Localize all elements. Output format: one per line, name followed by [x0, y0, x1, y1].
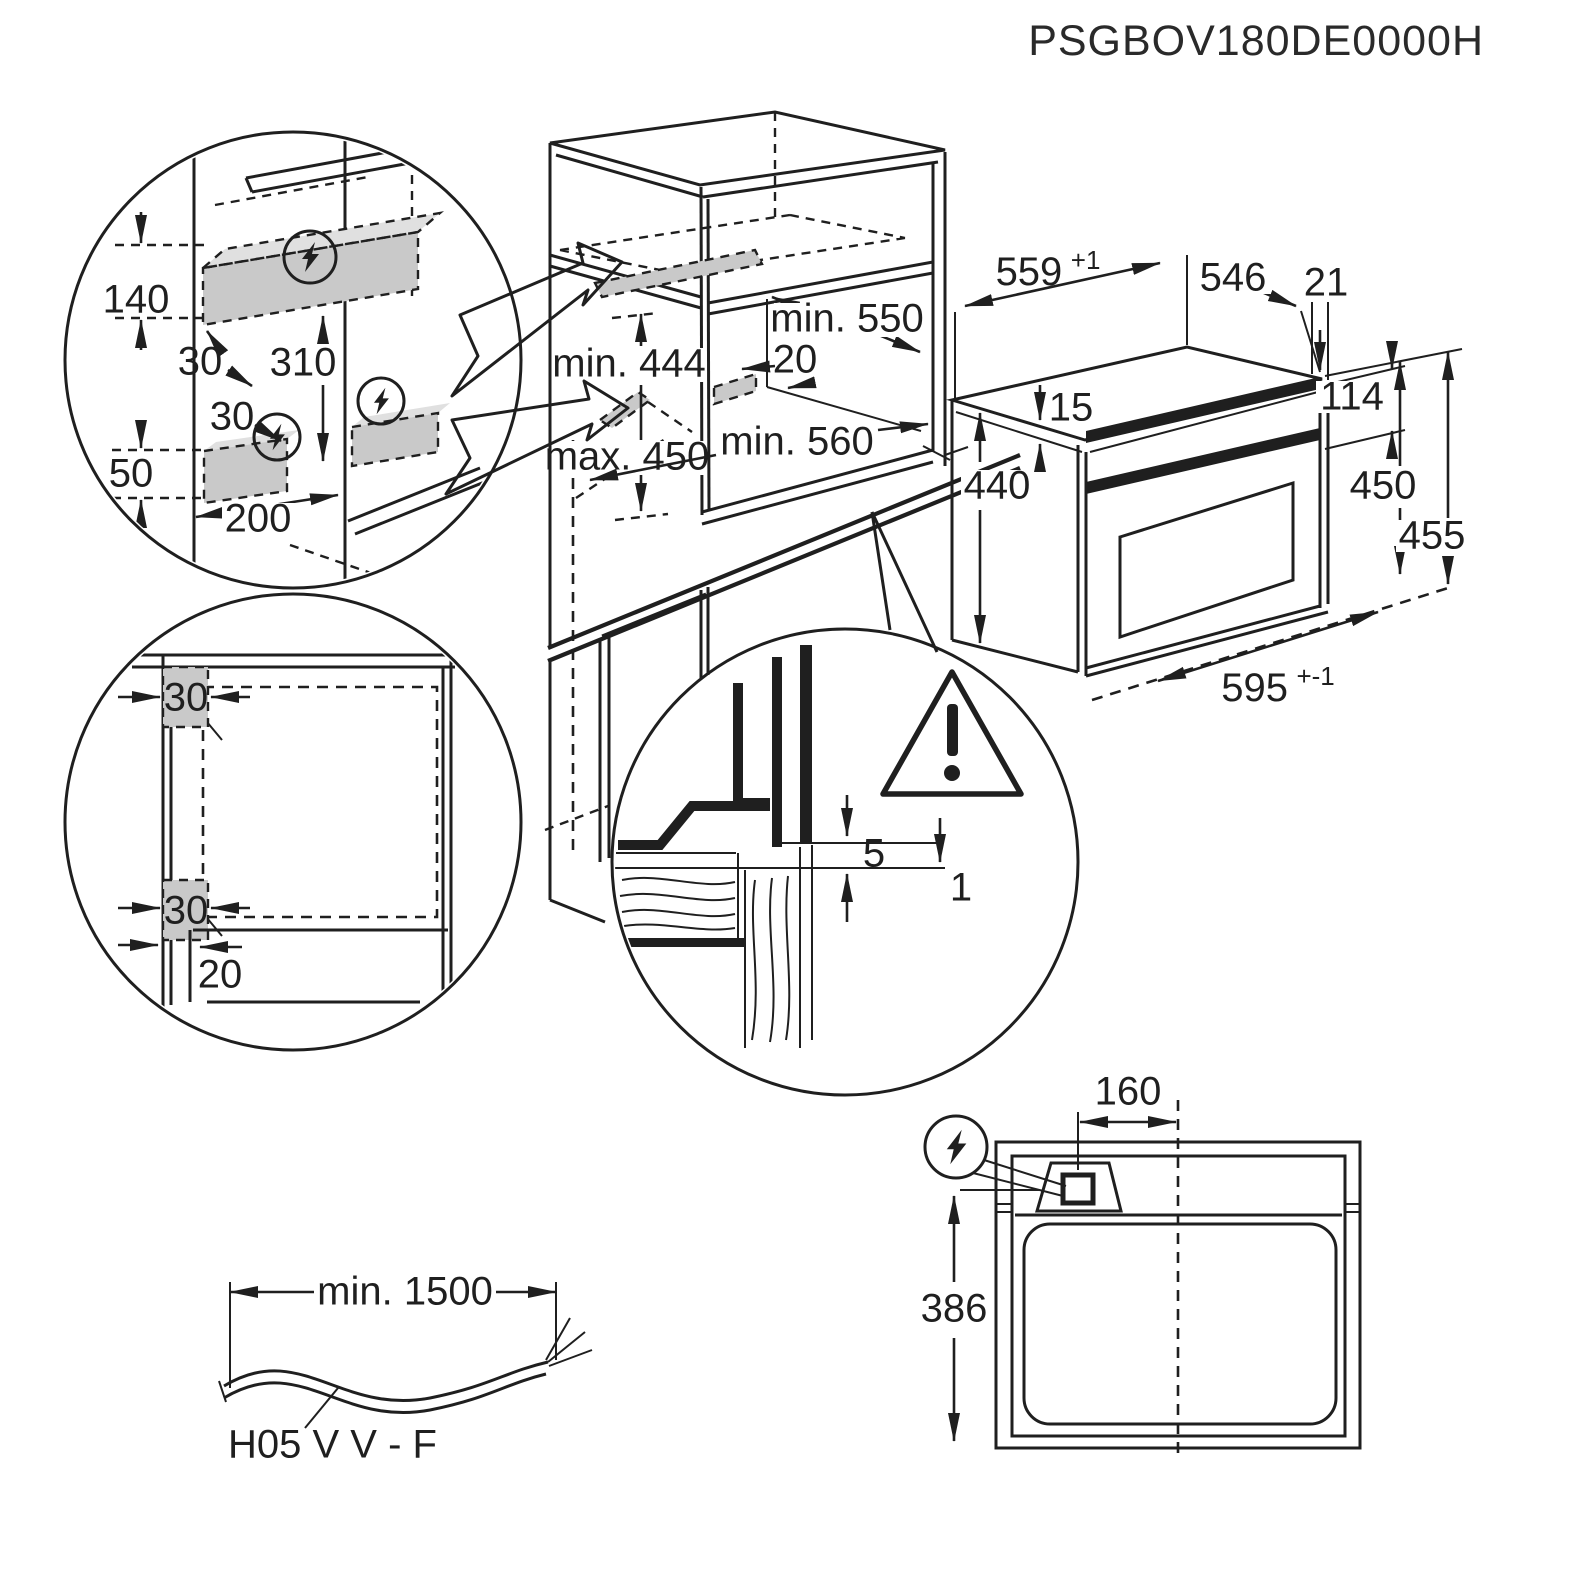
- dim-30-upper: 30: [164, 676, 209, 720]
- lightning-icon: [356, 376, 406, 426]
- dim-niche-depth-min: min. 550: [770, 297, 923, 341]
- callout-wedge-gap-detail: [870, 511, 939, 653]
- cable-type-label: H05 V V - F: [228, 1423, 437, 1467]
- dim-front-width: 595 +-1: [1221, 661, 1335, 710]
- detail-top-view-circle: 30 30 20: [63, 592, 523, 1052]
- dim-440: 440: [964, 464, 1031, 508]
- rear-view: 160 386: [918, 1070, 1362, 1456]
- power-zone-top: [595, 250, 762, 297]
- dim-30-mid: 30: [210, 395, 255, 439]
- lightning-icon: [252, 412, 302, 462]
- dim-114: 114: [1320, 375, 1384, 419]
- dim-niche-height-max: max. 450: [545, 435, 710, 479]
- dim-450: 450: [1350, 464, 1417, 508]
- cabinet-isometric: min. 444 max. 450 min. 550 20 min. 560: [544, 110, 1021, 924]
- dim-cable-length: min. 1500: [317, 1270, 493, 1314]
- appliance-footprint: [201, 685, 439, 919]
- warning-icon: [880, 669, 1024, 797]
- dim-15: 15: [1049, 386, 1094, 430]
- dim-gap-1: 1: [950, 866, 972, 910]
- dim-connection-offset: 20: [773, 338, 818, 382]
- dim-top-width: 559 +1: [996, 245, 1101, 294]
- detail-gap-circle: 5 1: [610, 627, 1080, 1097]
- dim-depth: 546: [1200, 256, 1267, 300]
- dim-niche-width-min: min. 560: [720, 420, 873, 464]
- dim-20-rear: 20: [198, 953, 243, 997]
- dim-310: 310: [270, 341, 337, 385]
- dim-21: 21: [1304, 261, 1349, 305]
- dim-200: 200: [225, 497, 292, 541]
- dim-455: 455: [1399, 514, 1466, 558]
- power-zone-niche: [714, 374, 756, 404]
- dim-niche-height-min: min. 444: [552, 342, 705, 386]
- dim-386: 386: [921, 1287, 988, 1331]
- panel-foot-profile: [733, 683, 770, 811]
- spacer-upper: [163, 667, 208, 727]
- shelf-front-edge: [547, 453, 1021, 663]
- dim-gap-5: 5: [863, 832, 885, 876]
- cable-wires: [545, 1317, 593, 1367]
- power-cable: min. 1500 H05 V V - F: [218, 1270, 593, 1467]
- connection-zone-right: [352, 413, 438, 466]
- wood-grain-right: [751, 875, 791, 1043]
- lightning-icon: [282, 229, 338, 285]
- detail-electrical-circle: 140 310 30 30 50 200: [63, 130, 630, 590]
- dim-30-lower: 30: [164, 889, 209, 933]
- dim-50: 50: [109, 452, 154, 496]
- dim-140: 140: [103, 278, 170, 322]
- callout-arrow-lower: [444, 379, 630, 496]
- wood-grain-left: [619, 876, 736, 931]
- connection-zone-upper: [203, 232, 418, 325]
- oven-isometric: 559 +1 546 21 15 114 440 450: [946, 245, 1468, 710]
- dim-30-top: 30: [178, 340, 223, 384]
- terminal-socket: [1060, 1172, 1096, 1206]
- oven-door-window: [1118, 480, 1295, 640]
- dim-160: 160: [1095, 1070, 1162, 1114]
- part-number: PSGBOV180DE0000H: [1028, 17, 1484, 65]
- back-panel: [1022, 1222, 1338, 1426]
- connection-zone-lower: [204, 439, 287, 503]
- callout-arrow-upper: [450, 241, 624, 398]
- lightning-icon: [923, 1114, 989, 1180]
